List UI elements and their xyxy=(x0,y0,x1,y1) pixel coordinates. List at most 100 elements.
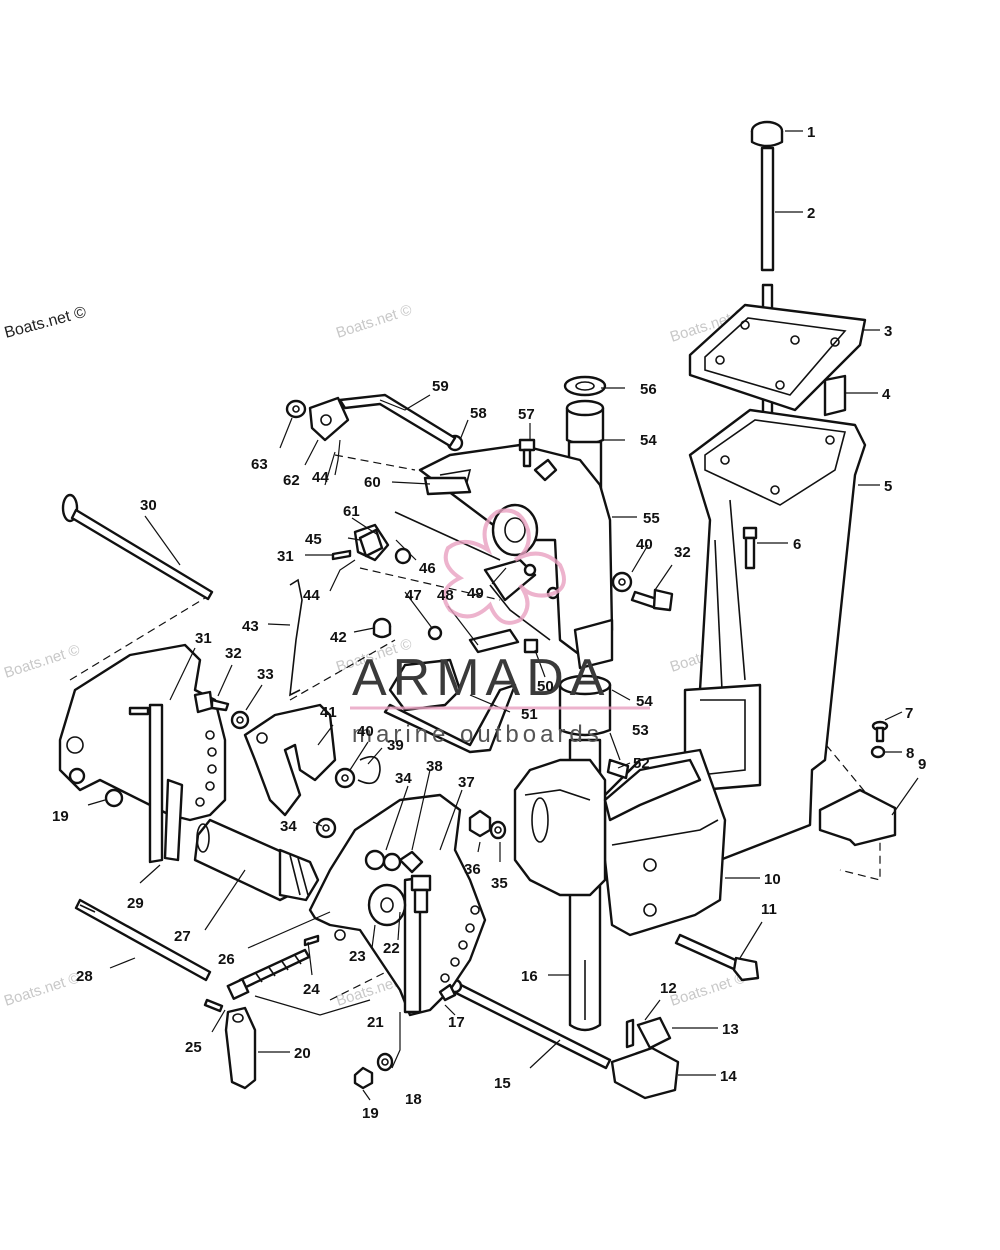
part-swivel-bracket xyxy=(418,443,614,670)
part-lever-60 xyxy=(423,476,472,496)
part-bolt-32-right xyxy=(630,588,674,612)
part-rod-28 xyxy=(74,898,212,982)
callout: 41 xyxy=(320,704,337,721)
part-knob-45 xyxy=(358,528,384,558)
callout: 46 xyxy=(419,560,436,577)
callout: 29 xyxy=(127,895,144,912)
part-clip-13 xyxy=(636,1016,672,1050)
watermark-faint: Boats.net © xyxy=(668,969,748,1009)
callout: 60 xyxy=(364,474,381,491)
part-washer-38 xyxy=(382,852,402,872)
callout: 58 xyxy=(470,405,487,422)
part-spring-43 xyxy=(289,578,303,697)
part-cylinder-27 xyxy=(193,818,320,902)
callout: 43 xyxy=(242,618,259,635)
callout: 57 xyxy=(518,406,535,423)
part-guide-52 xyxy=(513,758,702,897)
watermark-faint: Boats.net © xyxy=(334,301,414,341)
callout: 32 xyxy=(674,544,691,561)
callout: 5 xyxy=(884,478,892,495)
callout: 31 xyxy=(277,548,294,565)
callout: 23 xyxy=(349,948,366,965)
part-tilt-lever xyxy=(243,703,337,817)
callout: 20 xyxy=(294,1045,311,1062)
callout: 44 xyxy=(312,469,329,486)
callout: 22 xyxy=(383,940,400,957)
callout: 11 xyxy=(761,901,777,918)
callout: 17 xyxy=(448,1014,465,1031)
callout: 49 xyxy=(467,585,484,602)
part-disc-23 xyxy=(367,883,407,927)
part-washer-35 xyxy=(489,820,507,840)
part-washer-18 xyxy=(376,1052,394,1072)
callout: 14 xyxy=(720,1068,737,1085)
callout: 47 xyxy=(405,587,422,604)
part-washer-63 xyxy=(285,399,307,419)
callout: 37 xyxy=(458,774,475,791)
callout: 3 xyxy=(884,323,892,340)
callout: 40 xyxy=(636,536,653,553)
part-bolt-57 xyxy=(518,438,536,468)
callout: 39 xyxy=(387,737,404,754)
callout: 48 xyxy=(437,587,454,604)
callout: 59 xyxy=(432,378,449,395)
part-nut-19-lower xyxy=(353,1066,374,1090)
part-washer-40-left xyxy=(334,767,356,789)
callout: 19 xyxy=(362,1105,379,1122)
callout: 6 xyxy=(793,536,801,553)
brand-tagline: marine outboards xyxy=(352,721,603,748)
callout: 27 xyxy=(174,928,191,945)
callout: 34 xyxy=(280,818,297,835)
callout: 40 xyxy=(357,723,374,740)
part-bolt-32-left xyxy=(193,690,230,714)
callout: 45 xyxy=(305,531,322,548)
callout: 2 xyxy=(807,205,815,222)
part-bolt-6 xyxy=(742,526,758,570)
callout: 9 xyxy=(918,756,926,773)
part-handle-20 xyxy=(224,1006,257,1090)
part-washer-34-upper xyxy=(364,849,386,871)
callout: 1 xyxy=(807,124,815,141)
part-nut-37 xyxy=(398,850,424,874)
callout: 8 xyxy=(906,745,914,762)
part-washer-8 xyxy=(870,745,886,759)
callout: 36 xyxy=(464,861,481,878)
callout: 53 xyxy=(632,722,649,739)
part-bolt-17 xyxy=(438,983,457,1002)
callout: 21 xyxy=(367,1014,384,1031)
part-clip-39 xyxy=(357,755,381,785)
part-nut-36 xyxy=(468,809,492,838)
part-pin-31-upper xyxy=(331,549,352,561)
callout: 19 xyxy=(52,808,69,825)
part-screw-7 xyxy=(871,720,889,743)
callout: 50 xyxy=(537,678,554,695)
callout: 56 xyxy=(640,381,657,398)
part-washer-40-right xyxy=(611,571,633,593)
callout: 4 xyxy=(882,386,891,403)
callout: 55 xyxy=(643,510,660,527)
watermark-faint: Boats.net © xyxy=(2,641,82,681)
part-clip-12 xyxy=(625,1018,635,1049)
part-cam-62 xyxy=(308,396,350,442)
callout: 25 xyxy=(185,1039,202,1056)
part-rod-59 xyxy=(338,393,457,448)
callout: 30 xyxy=(140,497,157,514)
part-threaded-rod-26 xyxy=(226,948,311,1000)
part-pin-25 xyxy=(203,998,224,1013)
callout: 33 xyxy=(257,666,274,683)
part-bolt-30 xyxy=(61,493,214,601)
callout: 26 xyxy=(218,951,235,968)
part-bolt-22 xyxy=(410,874,432,914)
callout: 38 xyxy=(426,758,443,775)
callout: 61 xyxy=(343,503,360,520)
callout: 15 xyxy=(494,1075,511,1092)
part-grommet-stud xyxy=(750,120,784,462)
part-nut-19-upper xyxy=(104,788,124,808)
part-pin-24 xyxy=(303,934,320,947)
callout: 44 xyxy=(303,587,320,604)
callout: 18 xyxy=(405,1091,422,1108)
callout: 54 xyxy=(636,693,653,710)
callout: 28 xyxy=(76,968,93,985)
callout: 51 xyxy=(521,706,538,723)
